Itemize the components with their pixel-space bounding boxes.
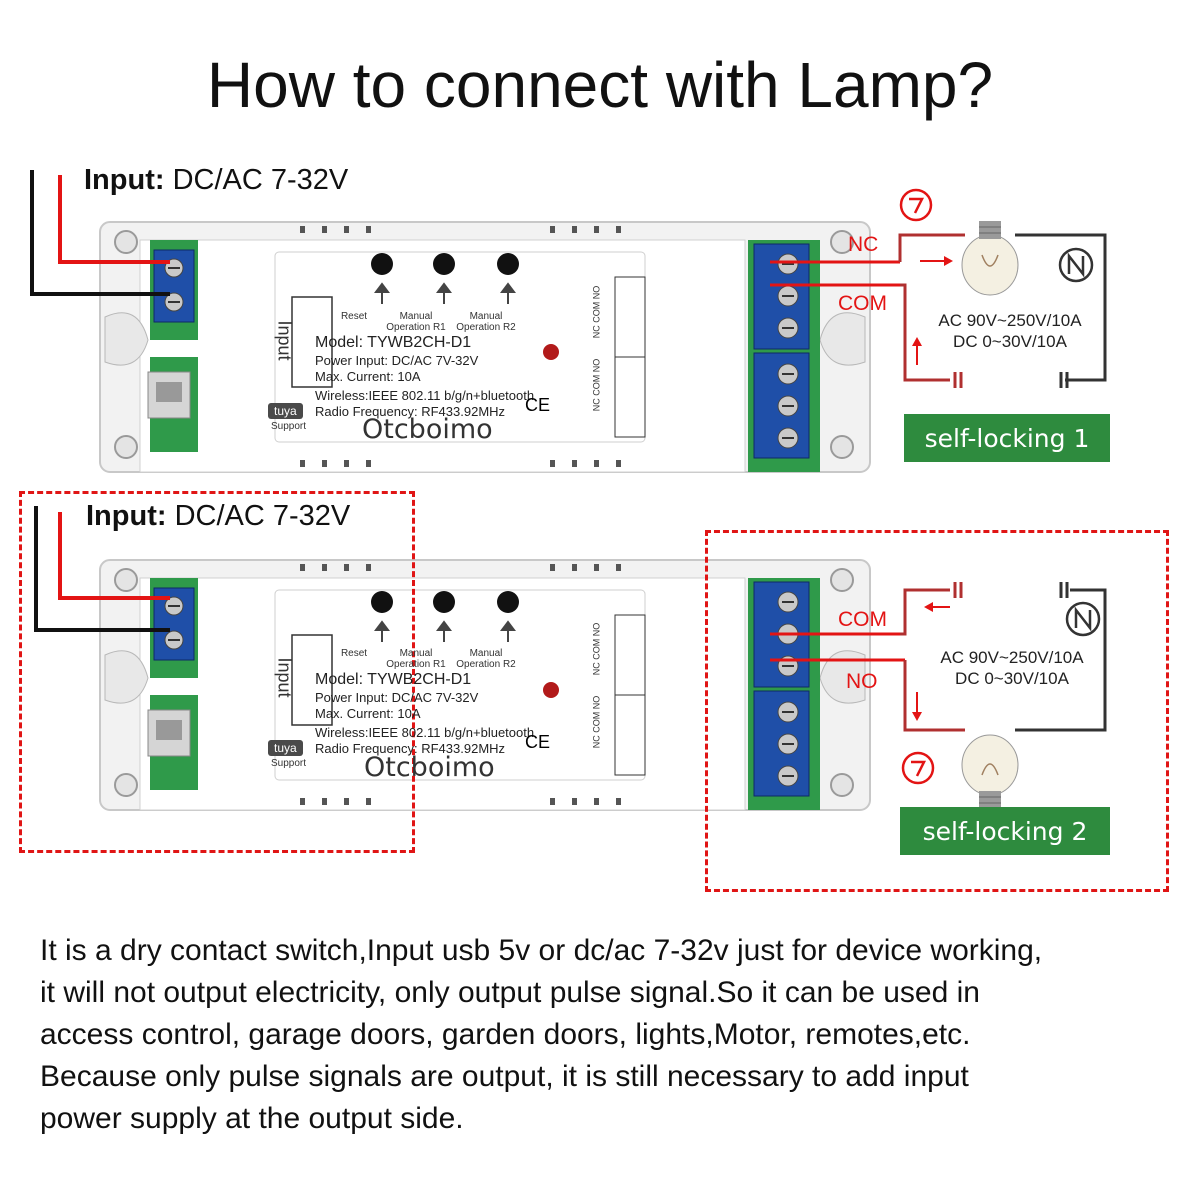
reset-button-label: Reset bbox=[340, 648, 368, 659]
wireless-text: Wireless:IEEE 802.11 b/g/n+bluetooth bbox=[315, 388, 535, 403]
ce-mark: CE bbox=[525, 732, 551, 752]
radio-frequency-text: Radio Frequency: RF433.92MHz bbox=[315, 741, 506, 756]
live-symbol-icon bbox=[901, 751, 935, 785]
circuit-diagram-2 bbox=[770, 582, 1107, 810]
self-locking-badge-2: self-locking 2 bbox=[900, 807, 1110, 855]
support-text: Support bbox=[271, 758, 307, 769]
support-text: Support bbox=[271, 421, 307, 432]
manual-r1-button-label: Manual Operation R1 bbox=[386, 311, 446, 333]
reset-button-label: Reset bbox=[340, 311, 368, 322]
tuya-logo: tuya bbox=[268, 740, 303, 756]
load-spec-1: AC 90V~250V/10A DC 0~30V/10A bbox=[938, 311, 1082, 351]
com-wire-label: COM bbox=[838, 292, 887, 315]
description-text: It is a dry contact switch,Input usb 5v … bbox=[40, 930, 1170, 1140]
relay-terminal-labels-2b: NC COM NO bbox=[591, 695, 602, 749]
lamp-icon bbox=[961, 220, 1019, 296]
manual-r2-button-label: Manual Operation R2 bbox=[456, 648, 516, 670]
device-label-plate-2: Model: TYWB2CH-D1 Power Input: DC/AC 7V-… bbox=[315, 670, 534, 757]
page-title: How to connect with Lamp? bbox=[206, 49, 994, 121]
description-line: It is a dry contact switch,Input usb 5v … bbox=[40, 934, 1043, 967]
power-input-text: Power Input: DC/AC 7V-32V bbox=[315, 353, 479, 368]
input-voltage-label-1: Input: DC/AC 7-32V bbox=[84, 164, 349, 196]
model-text: Model: TYWB2CH-D1 bbox=[315, 334, 472, 351]
brand-watermark: Otcboimo bbox=[362, 414, 493, 445]
relay-terminal-labels-1a: NC COM NO bbox=[591, 285, 602, 339]
power-input-text: Power Input: DC/AC 7V-32V bbox=[315, 690, 479, 705]
manual-r1-button-label: Manual Operation R1 bbox=[386, 648, 446, 670]
ce-mark: CE bbox=[525, 395, 551, 415]
input-side-label: Input bbox=[274, 657, 295, 698]
relay-terminal-labels-1b: NC COM NO bbox=[591, 358, 602, 412]
input-highlight-box bbox=[19, 491, 415, 853]
description-line: Because only pulse signals are output, i… bbox=[40, 1060, 969, 1093]
input-wire-black-1 bbox=[30, 170, 170, 296]
input-wire-red-2 bbox=[58, 512, 170, 600]
input-voltage-label-2: Input: DC/AC 7-32V bbox=[86, 500, 351, 532]
neutral-symbol-icon bbox=[1058, 247, 1094, 283]
no-wire-label: NO bbox=[846, 670, 878, 693]
description-line: power supply at the output side. bbox=[40, 1102, 464, 1135]
relay-terminal-labels-2a: NC COM NO bbox=[591, 622, 602, 676]
description-line: it will not output electricity, only out… bbox=[40, 976, 980, 1009]
model-text: Model: TYWB2CH-D1 bbox=[315, 671, 472, 688]
device-label-plate-1: Model: TYWB2CH-D1 Power Input: DC/AC 7V-… bbox=[315, 333, 534, 420]
input-side-label: Input bbox=[274, 320, 295, 361]
manual-r2-button-label: Manual Operation R2 bbox=[456, 311, 516, 333]
load-spec-2: AC 90V~250V/10A DC 0~30V/10A bbox=[940, 648, 1084, 688]
wiring-diagram bbox=[30, 170, 1107, 811]
com-wire-label: COM bbox=[838, 608, 887, 631]
neutral-symbol-icon bbox=[1065, 601, 1101, 637]
input-wire-red-1 bbox=[58, 175, 170, 264]
nc-wire-label: NC bbox=[848, 233, 879, 256]
live-symbol-icon bbox=[899, 188, 933, 222]
wireless-text: Wireless:IEEE 802.11 b/g/n+bluetooth bbox=[315, 725, 535, 740]
output-highlight-box bbox=[705, 530, 1169, 892]
circuit-diagram-1 bbox=[770, 188, 1107, 388]
radio-frequency-text: Radio Frequency: RF433.92MHz bbox=[315, 404, 506, 419]
description-line: access control, garage doors, garden doo… bbox=[40, 1018, 971, 1051]
tuya-logo: tuya bbox=[268, 403, 303, 419]
max-current-text: Max. Current: 10A bbox=[315, 706, 421, 721]
max-current-text: Max. Current: 10A bbox=[315, 369, 421, 384]
input-wire-black-2 bbox=[34, 506, 170, 632]
self-locking-badge-1: self-locking 1 bbox=[904, 414, 1110, 462]
brand-watermark: Otcboimo bbox=[364, 752, 495, 783]
